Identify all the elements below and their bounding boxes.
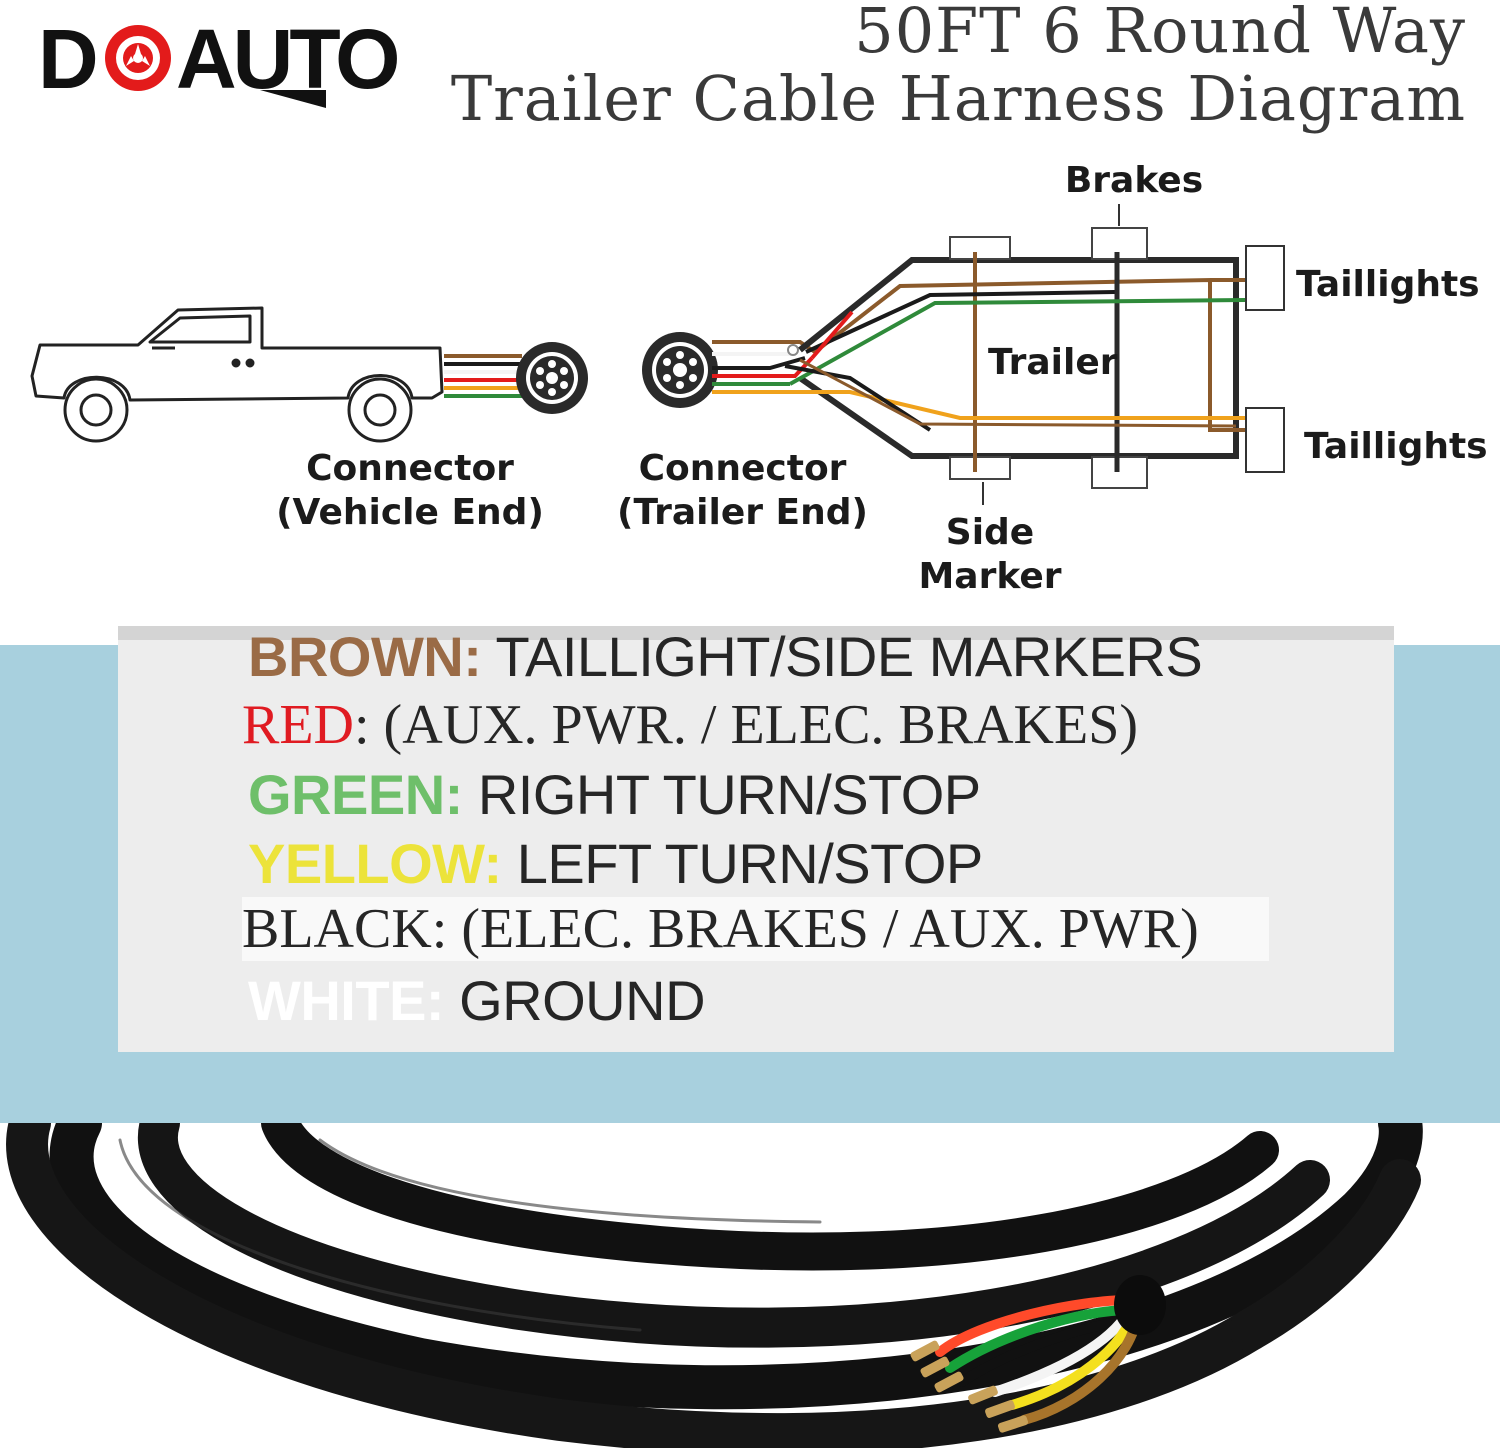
label-connector-trailer-line1: Connector bbox=[638, 448, 847, 489]
legend-row-green: GREEN: RIGHT TURN/STOP bbox=[248, 762, 981, 827]
label-pointers bbox=[982, 204, 1120, 505]
wheel-icon bbox=[105, 25, 171, 91]
wiring-diagram bbox=[30, 204, 1285, 505]
cable-end-sheath bbox=[1114, 1275, 1166, 1335]
vehicle-connector-icon bbox=[516, 342, 588, 414]
truck-icon bbox=[30, 306, 444, 443]
legend-row-white: WHITE: GROUND bbox=[248, 968, 706, 1033]
legend-key-black: BLACK: bbox=[242, 898, 448, 960]
vehicle-wires bbox=[444, 354, 522, 398]
legend-key-green: GREEN: bbox=[248, 763, 463, 826]
label-taillights-bottom: Taillights bbox=[1304, 426, 1488, 467]
legend-key-white: WHITE: bbox=[248, 969, 445, 1032]
legend-panel-top-edge bbox=[118, 626, 1394, 640]
brand-logo: D AUTO bbox=[38, 12, 401, 108]
label-connector-vehicle-line2: (Vehicle End) bbox=[276, 492, 544, 533]
legend-row-red: RED: (AUX. PWR. / ELEC. BRAKES) bbox=[242, 693, 1138, 757]
wire-tips bbox=[910, 1340, 1029, 1433]
legend-key-red: RED bbox=[242, 694, 354, 756]
label-connector-vehicle-line1: Connector bbox=[306, 448, 514, 489]
legend-text-red: : (AUX. PWR. / ELEC. BRAKES) bbox=[354, 694, 1138, 756]
legend-text-brown: TAILLIGHT/SIDE MARKERS bbox=[495, 625, 1203, 688]
legend-panel bbox=[118, 626, 1394, 1052]
trailer-connector-icon bbox=[642, 332, 718, 408]
trailer-frame bbox=[798, 257, 1239, 459]
legend-key-yellow: YELLOW: bbox=[248, 832, 502, 895]
label-side-marker-line1: Side bbox=[945, 512, 1035, 553]
cable-coil bbox=[6, 1123, 1423, 1448]
legend-row-black: BLACK: (ELEC. BRAKES / AUX. PWR) bbox=[242, 897, 1269, 961]
legend-row-brown: BROWN: TAILLIGHT/SIDE MARKERS bbox=[248, 624, 1203, 689]
label-taillights-top: Taillights bbox=[1296, 264, 1480, 305]
legend-text-black: (ELEC. BRAKES / AUX. PWR) bbox=[461, 898, 1199, 960]
title-line-2: Trailer Cable Harness Diagram bbox=[450, 62, 1466, 135]
label-side-marker-line2: Marker bbox=[918, 556, 1062, 597]
legend-text-white: GROUND bbox=[459, 969, 706, 1032]
cable-coil-image bbox=[6, 1123, 1423, 1448]
legend-key-brown: BROWN: bbox=[248, 625, 482, 688]
label-connector-trailer-line2: (Trailer End) bbox=[617, 492, 868, 533]
label-trailer: Trailer bbox=[988, 342, 1118, 383]
legend-row-yellow: YELLOW: LEFT TURN/STOP bbox=[248, 831, 983, 896]
trailer-wires bbox=[784, 252, 1250, 472]
label-brakes: Brakes bbox=[1064, 160, 1204, 201]
legend-text-green: RIGHT TURN/STOP bbox=[477, 763, 981, 826]
taillight-boxes bbox=[1245, 245, 1285, 473]
brand-logo-d: D bbox=[38, 12, 99, 106]
legend-text-yellow: LEFT TURN/STOP bbox=[516, 832, 984, 895]
title-line-1: 50FT 6 Round Way bbox=[854, 0, 1466, 67]
